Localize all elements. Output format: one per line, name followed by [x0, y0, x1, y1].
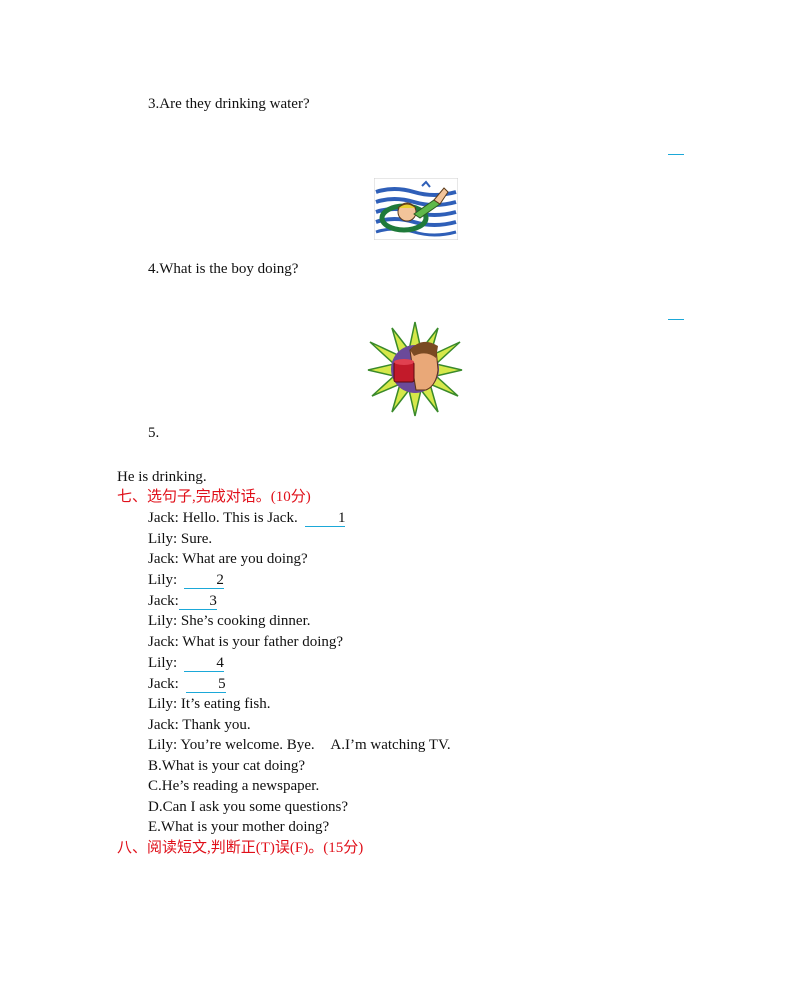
- swimming-boy-image: [374, 178, 458, 240]
- answer-blank-1[interactable]: 1: [305, 510, 346, 527]
- dialogue-line: Lily: 2: [148, 572, 224, 589]
- man-drinking-image: [367, 321, 463, 417]
- answer-blank-3[interactable]: [668, 154, 684, 155]
- question-4: 4.What is the boy doing?: [148, 261, 299, 277]
- dialogue-line: Lily: You’re welcome. Bye. A.I’m watchin…: [148, 737, 451, 753]
- answer-blank-4[interactable]: 4: [183, 655, 224, 672]
- dialogue-line: Jack: 5: [148, 676, 226, 693]
- dialogue-line: Lily: 4: [148, 655, 224, 672]
- dialogue-line: Jack: Hello. This is Jack. 1: [148, 510, 346, 527]
- dialogue-line: Jack:3: [148, 593, 217, 610]
- dialogue-line: Lily: It’s eating fish.: [148, 696, 271, 712]
- answer-blank-5[interactable]: 5: [185, 676, 226, 693]
- section-7-heading: 七、选句子,完成对话。(10分): [117, 489, 311, 505]
- question-3: 3.Are they drinking water?: [148, 96, 310, 112]
- answer-blank-4[interactable]: [668, 319, 684, 320]
- section-8-heading: 八、阅读短文,判断正(T)误(F)。(15分): [117, 840, 364, 856]
- dialogue-line: Jack: What are you doing?: [148, 551, 308, 567]
- option-e: E.What is your mother doing?: [148, 819, 330, 835]
- dialogue-line: Jack: Thank you.: [148, 717, 251, 733]
- answer-blank-2[interactable]: 2: [183, 572, 224, 589]
- answer-blank-3[interactable]: 3: [178, 593, 217, 610]
- option-d: D.Can I ask you some questions?: [148, 799, 348, 815]
- option-c: C.He’s reading a newspaper.: [148, 778, 320, 794]
- dialogue-line: Jack: What is your father doing?: [148, 634, 344, 650]
- question-5: 5.: [148, 425, 160, 441]
- dialogue-line: Lily: She’s cooking dinner.: [148, 613, 311, 629]
- dialogue-line: Lily: Sure.: [148, 531, 213, 547]
- question-5-answer: He is drinking.: [117, 469, 207, 485]
- option-a: A.I’m watching TV.: [330, 737, 451, 753]
- option-b: B.What is your cat doing?: [148, 758, 306, 774]
